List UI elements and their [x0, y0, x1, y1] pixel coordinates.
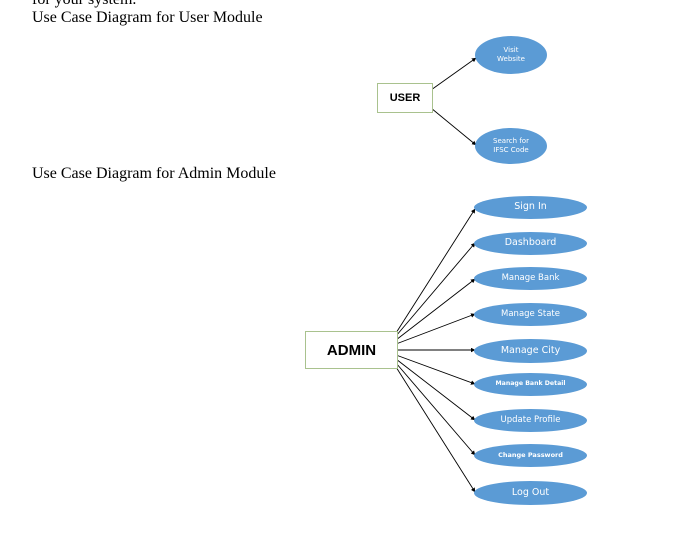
- use-case-sign-in: Sign In: [474, 196, 587, 219]
- use-case-log-out: Log Out: [474, 481, 587, 505]
- use-case-search-ifsc-code: Search for IFSC Code: [475, 128, 547, 164]
- connector-admin-log-out: [395, 366, 476, 493]
- connector-admin-dashboard: [395, 242, 476, 337]
- use-case-manage-bank-detail: Manage Bank Detail: [474, 373, 587, 396]
- use-case-update-profile: Update Profile: [474, 409, 587, 432]
- user-module-heading: Use Case Diagram for User Module: [32, 9, 263, 26]
- connector-user-visit-website: [430, 57, 477, 91]
- use-case-visit-website: Visit Website: [475, 36, 547, 74]
- connector-user-search-ifsc: [430, 107, 477, 146]
- connector-admin-update-profile: [395, 358, 476, 421]
- use-case-change-password: Change Password: [474, 444, 587, 467]
- connector-admin-manage-state: [395, 313, 476, 345]
- connector-admin-manage-bank: [395, 278, 476, 341]
- connector-admin-change-password: [395, 362, 476, 456]
- user-actor-box: USER: [377, 83, 433, 113]
- use-case-label: Search for: [493, 136, 529, 145]
- use-case-manage-bank: Manage Bank: [474, 267, 587, 290]
- admin-actor-box: ADMIN: [305, 331, 398, 369]
- clipped-text-line: for your system.: [32, 0, 136, 9]
- use-case-label: Visit: [503, 45, 519, 54]
- use-case-manage-state: Manage State: [474, 303, 587, 326]
- use-case-label: IFSC Code: [493, 146, 529, 154]
- connector-admin-sign-in: [395, 208, 476, 334]
- connector-admin-manage-bank-detail: [395, 354, 476, 385]
- admin-module-heading: Use Case Diagram for Admin Module: [32, 165, 276, 182]
- use-case-label: Website: [497, 55, 525, 63]
- use-case-dashboard: Dashboard: [474, 232, 587, 255]
- use-case-manage-city: Manage City: [474, 339, 587, 363]
